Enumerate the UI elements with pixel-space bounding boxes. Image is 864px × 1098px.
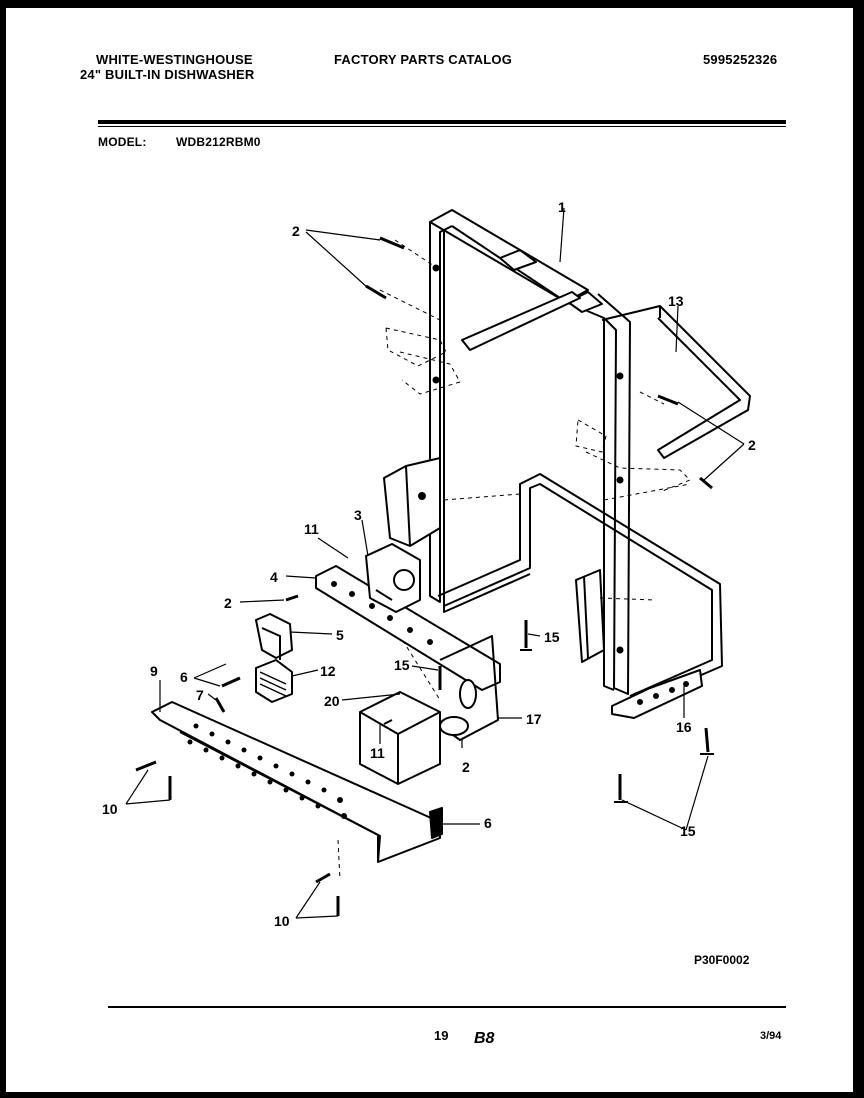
switch-component (255, 613, 293, 660)
callout-9: 9 (150, 663, 158, 679)
callout-13: 13 (668, 293, 684, 309)
callout-11-top: 11 (304, 521, 319, 537)
revision-date: 3/94 (760, 1030, 782, 1042)
terminal-block (255, 659, 293, 703)
pump-motor (365, 543, 421, 613)
footer-rule (108, 1006, 786, 1008)
callout-10-bottom: 10 (274, 913, 290, 929)
callout-1: 1 (558, 199, 566, 215)
callout-2-top: 2 (292, 223, 300, 239)
callout-16: 16 (676, 719, 692, 735)
callout-2-lower: 2 (462, 759, 470, 775)
callout-15-mid: 15 (394, 657, 410, 673)
callout-6-right: 6 (484, 815, 492, 831)
front-panel (151, 701, 443, 863)
callout-15-lower: 15 (680, 823, 696, 839)
callout-15-upper: 15 (544, 629, 560, 645)
callout-6-left: 6 (180, 669, 188, 685)
callout-2-right: 2 (748, 437, 756, 453)
callout-2-left: 2 (224, 595, 232, 611)
callout-10-left: 10 (102, 801, 118, 817)
product-title: 24" BUILT-IN DISHWASHER (80, 67, 255, 82)
side-rail (601, 305, 751, 459)
page-number: 19 (434, 1028, 449, 1043)
frame-assembly (383, 209, 723, 719)
leader-lines (125, 207, 745, 919)
header-rule-thin (98, 126, 786, 127)
model-value: WDB212RBM0 (176, 135, 261, 149)
brand-title: WHITE-WESTINGHOUSE (96, 52, 253, 67)
callout-11-lower: 11 (370, 745, 385, 761)
callout-20: 20 (324, 693, 340, 709)
catalog-title: FACTORY PARTS CATALOG (334, 52, 513, 67)
capacitor-box (359, 691, 441, 785)
catalog-number: 5995252326 (703, 52, 778, 67)
mounting-bracket (439, 635, 499, 741)
callout-4: 4 (270, 569, 278, 585)
screws (135, 236, 714, 916)
front-bracket (315, 565, 501, 691)
callout-3: 3 (354, 507, 362, 523)
header-rule-thick (98, 120, 786, 124)
callout-7: 7 (196, 687, 204, 703)
callout-5: 5 (336, 627, 344, 643)
model-label: MODEL: (98, 135, 147, 149)
callout-17: 17 (526, 711, 542, 727)
diagram-code: P30F0002 (694, 953, 750, 967)
section-code: B8 (474, 1030, 495, 1047)
callout-12: 12 (320, 663, 336, 679)
